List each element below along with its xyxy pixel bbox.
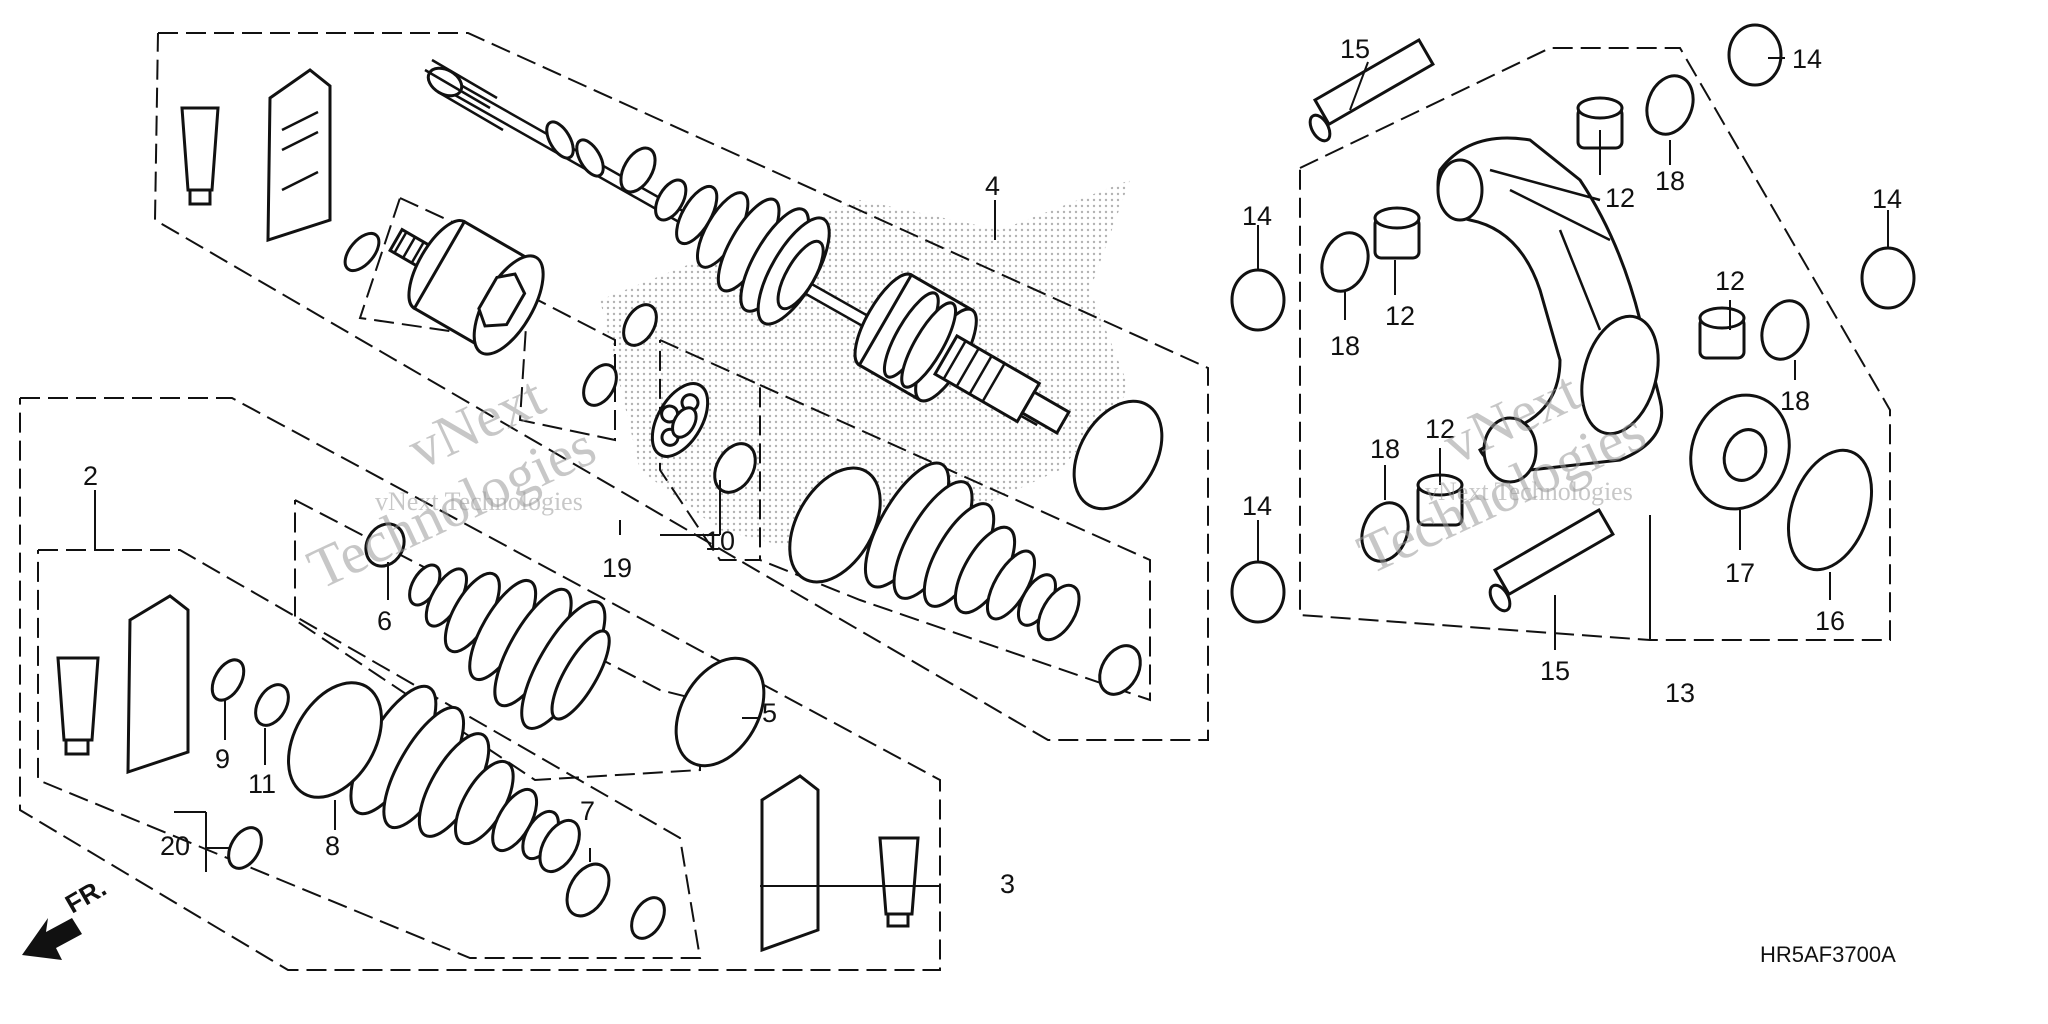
callout-19: 19 — [602, 553, 632, 583]
callout-18-c: 18 — [1780, 386, 1810, 416]
callout-5: 5 — [762, 698, 777, 728]
callout-2: 2 — [83, 461, 98, 491]
bearing-17 — [1689, 393, 1791, 511]
callout-12-c: 12 — [1715, 266, 1745, 296]
callout-20: 20 — [160, 831, 190, 861]
callout-8: 8 — [325, 831, 340, 861]
grease-tube-lower-right — [878, 836, 920, 928]
front-arrow-icon — [22, 918, 82, 960]
callout-6: 6 — [377, 606, 392, 636]
callout-15-top: 15 — [1340, 34, 1370, 64]
callout-labels: 4 15 14 12 18 14 14 18 12 12 18 12 18 14… — [83, 34, 1902, 899]
trailing-arm — [1436, 136, 1664, 484]
callout-9: 9 — [215, 744, 230, 774]
seal-sheet-lower-left — [126, 594, 190, 775]
callout-3: 3 — [1000, 869, 1015, 899]
callout-10: 10 — [705, 526, 735, 556]
watermark-right: vNext Technologies — [1425, 477, 1633, 506]
callout-15-bottom: 15 — [1540, 656, 1570, 686]
leader-lines — [94, 57, 1889, 887]
callout-16: 16 — [1815, 606, 1845, 636]
callout-12-b: 12 — [1385, 301, 1415, 331]
seal-sheet-lower-right — [760, 774, 820, 953]
callout-7: 7 — [580, 796, 595, 826]
callout-17: 17 — [1725, 558, 1755, 588]
callout-13: 13 — [1665, 678, 1695, 708]
diagram-code: HR5AF3700A — [1760, 942, 1896, 967]
inboard-joint-housing — [388, 219, 545, 356]
drive-shaft-assembly — [424, 58, 1071, 435]
lower-clamps — [210, 522, 766, 940]
callout-4: 4 — [985, 171, 1000, 201]
lower-boot-8 — [349, 684, 581, 874]
watermark-left: vNext Technologies — [375, 487, 583, 516]
seal-sheet-upper — [266, 68, 332, 243]
clamp-bands-upper — [788, 399, 1164, 696]
snap-rings-upper — [343, 146, 757, 494]
callout-14-right: 14 — [1872, 184, 1902, 214]
front-label: FR. — [60, 872, 111, 919]
dust-caps — [1230, 23, 1916, 624]
arm-bushings — [1308, 37, 1810, 613]
callout-18-a: 18 — [1655, 166, 1685, 196]
lower-boot-5 — [408, 563, 611, 730]
callout-12-a: 12 — [1605, 183, 1635, 213]
circlip-16 — [1786, 448, 1874, 572]
grease-tube-lower-left — [56, 656, 100, 756]
callout-14-bottom: 14 — [1242, 491, 1272, 521]
grease-tube-upper — [180, 106, 220, 206]
callout-14-top: 14 — [1792, 44, 1822, 74]
callout-12-d: 12 — [1425, 414, 1455, 444]
callout-14-left: 14 — [1242, 201, 1272, 231]
callout-11: 11 — [248, 769, 276, 799]
callout-18-d: 18 — [1370, 434, 1400, 464]
spider-bearing — [650, 382, 710, 458]
outboard-boot — [863, 461, 1081, 642]
callout-18-b: 18 — [1330, 331, 1360, 361]
